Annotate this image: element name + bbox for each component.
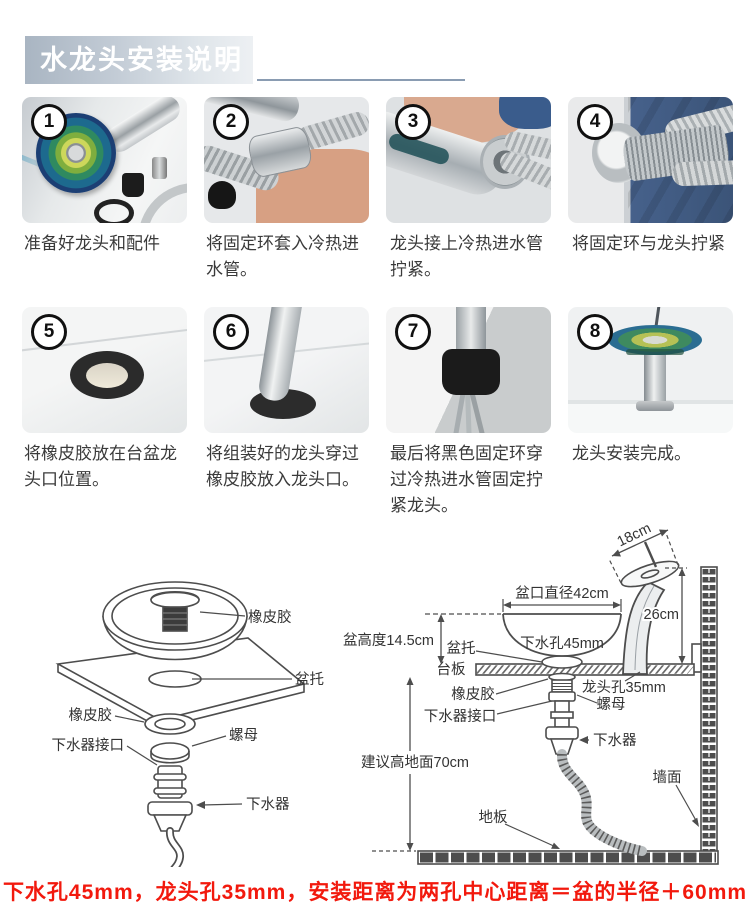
label-wall: 墙面 xyxy=(653,769,682,786)
step-caption-6: 将组装好的龙头穿过橡皮胶放入龙头口。 xyxy=(206,444,359,489)
step-number-badge-4: 4 xyxy=(577,104,613,140)
label-basin-support: 盆托 xyxy=(295,671,324,688)
page-title: 水龙头安装说明 xyxy=(25,36,253,84)
step-number-badge-8: 8 xyxy=(577,314,613,350)
title-underline xyxy=(257,79,465,81)
step-caption-5: 将橡皮胶放在台盆龙头口位置。 xyxy=(24,444,177,489)
step-caption-3: 龙头接上冷热进水管拧紧。 xyxy=(390,234,543,279)
step-number-badge-3: 3 xyxy=(395,104,431,140)
step-number-badge-5: 5 xyxy=(31,314,67,350)
braided-hose-shape xyxy=(138,183,187,223)
label-nut: 螺母 xyxy=(229,727,258,744)
label-basin-height: 盆高度14.5cm xyxy=(343,632,434,649)
label-drain-hole: 下水孔45mm xyxy=(520,635,604,652)
step-photo-5: 5 xyxy=(22,307,187,433)
glove-shape xyxy=(499,97,551,129)
step-number-badge-6: 6 xyxy=(213,314,249,350)
label-nut: 螺母 xyxy=(597,696,626,713)
black-knob-shape xyxy=(122,173,144,197)
steel-knob-shape xyxy=(152,157,167,179)
label-faucet-hole: 龙头孔35mm xyxy=(582,679,666,696)
step-photo-4: 4 xyxy=(568,97,733,223)
step-caption-7: 最后将黑色固定环穿过冷热进水管固定拧紧龙头。 xyxy=(390,444,543,515)
faucet-shaft-shape xyxy=(257,307,305,403)
label-basin-diameter: 盆口直径42cm xyxy=(515,585,608,602)
step-photo-2: 2 xyxy=(204,97,369,223)
step-photo-3: 3 xyxy=(386,97,551,223)
label-rubber-gasket-top: 橡皮胶 xyxy=(248,609,292,626)
label-counter: 台板 xyxy=(437,660,466,678)
exploded-drain-diagram: 橡皮胶 盆托 橡皮胶 下水器接口 螺母 下水器 xyxy=(52,581,324,867)
step-photo-8: 8 xyxy=(568,307,733,433)
label-drain-connector: 下水器接口 xyxy=(424,708,497,725)
step-photo-6: 6 xyxy=(204,307,369,433)
label-basin-support: 盆托 xyxy=(447,640,476,657)
step-number-badge-2: 2 xyxy=(213,104,249,140)
step-photo-1: 1 xyxy=(22,97,187,223)
step-number-badge-1: 1 xyxy=(31,104,67,140)
label-recommended-height: 建议高地面70cm xyxy=(361,754,469,771)
installation-note: 下水孔45mm，龙头孔35mm，安装距离为两孔中心距离＝盆的半径＋60mm xyxy=(2,881,748,904)
label-floor: 地板 xyxy=(479,808,508,826)
step-photo-7: 7 xyxy=(386,307,551,433)
hose-shape xyxy=(451,392,466,433)
faucet-column-shape xyxy=(644,341,666,405)
faucet-base-shape xyxy=(636,401,674,411)
label-drain: 下水器 xyxy=(246,796,290,813)
step-caption-2: 将固定环套入冷热进水管。 xyxy=(206,234,359,279)
disc-lip-shape xyxy=(626,349,684,355)
label-rubber-gasket: 橡皮胶 xyxy=(451,686,495,703)
label-drain-connector: 下水器接口 xyxy=(52,737,125,754)
step-number-badge-7: 7 xyxy=(395,314,431,350)
braided-hose-shape xyxy=(671,159,733,187)
step-caption-8: 龙头安装完成。 xyxy=(572,444,691,463)
label-rubber-gasket-left: 橡皮胶 xyxy=(69,707,113,724)
black-knob-shape xyxy=(208,181,236,209)
hose-shape xyxy=(469,393,488,433)
rubber-ring-shape xyxy=(94,199,134,223)
label-faucet-height: 26cm xyxy=(644,607,679,623)
hole-shape xyxy=(86,363,128,388)
installation-dimension-diagram: 18cm 26cm 盆口直径42cm 盆高度14.5cm 盆托 下水孔45mm … xyxy=(343,522,719,865)
black-fixing-ring-shape xyxy=(442,349,500,395)
step-caption-4: 将固定环与龙头拧紧 xyxy=(572,234,725,253)
label-drain: 下水器 xyxy=(593,732,637,749)
step-caption-1: 准备好龙头和配件 xyxy=(24,234,160,253)
